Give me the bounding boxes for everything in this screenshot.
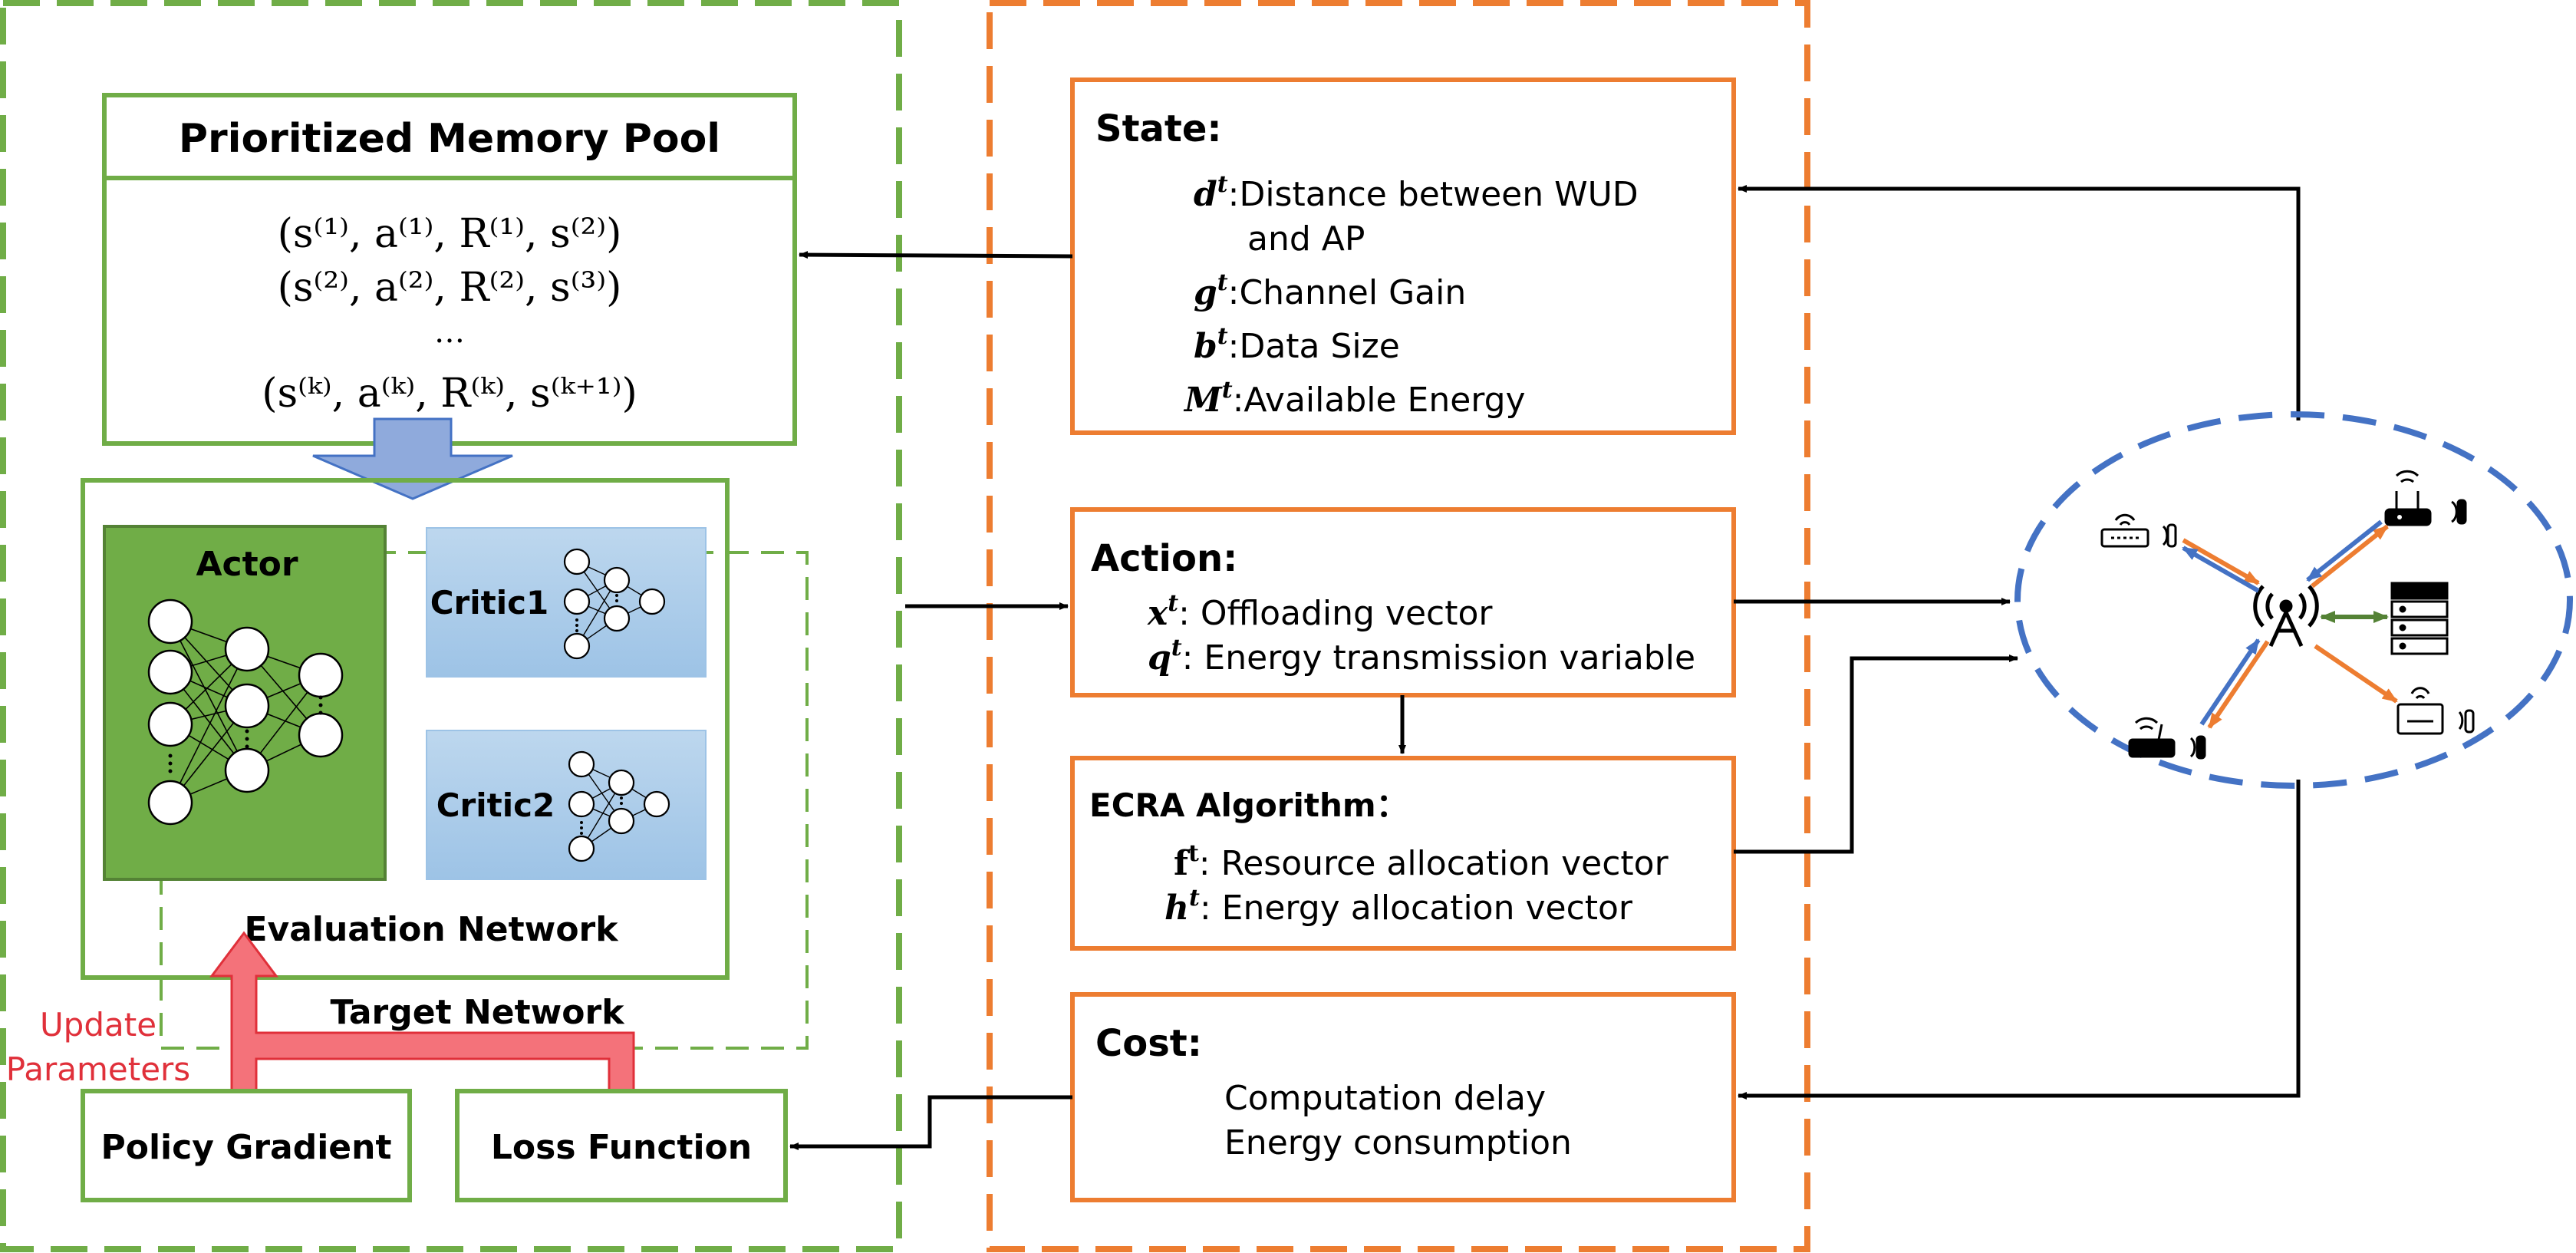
policy-gradient-box	[81, 1089, 412, 1202]
sample-arrow	[312, 417, 513, 500]
update-parameters-arrow	[209, 931, 635, 1093]
actor-neural-net-icon	[147, 598, 344, 826]
ecra-item-energy-alloc: ht: Energy allocation vector	[1164, 885, 1633, 928]
cost-title: Cost:	[1095, 1022, 1202, 1065]
memory-row-1: (s⁽¹⁾, a⁽¹⁾, R⁽¹⁾, s⁽²⁾)	[278, 211, 622, 257]
cost-box: Cost: Computation delay Energy consumpti…	[1070, 992, 1736, 1202]
state-title: State:	[1095, 107, 1222, 150]
environment-link-arrows	[2182, 519, 2398, 729]
critic2-block: Critic2	[426, 730, 707, 880]
connector-arrows	[789, 185, 2301, 1150]
critic1-label: Critic1	[430, 584, 549, 622]
action-box: Action: xt: Offloading vector qt: Energy…	[1070, 507, 1736, 697]
router-icon	[2128, 717, 2206, 760]
cost-item-energy: Energy consumption	[1224, 1123, 1572, 1162]
actor-label: Actor	[196, 545, 298, 584]
state-item-gain: gt:Channel Gain	[1194, 269, 1466, 312]
actor-block: Actor	[103, 525, 387, 881]
state-item-datasize: bt:Data Size	[1194, 323, 1400, 366]
critic2-neural-net-icon	[568, 750, 670, 862]
action-item-energy-tx: qt: Energy transmission variable	[1148, 635, 1695, 678]
loss-function-box	[455, 1089, 788, 1202]
update-parameters-label-2: Parameters	[6, 1050, 190, 1088]
ecra-item-resource: ft: Resource allocation vector	[1174, 840, 1669, 883]
critic1-block: Critic1	[426, 527, 707, 678]
env-to-state-arrow	[1738, 185, 2301, 420]
loss-function-label: Loss Function	[491, 1128, 752, 1167]
state-box: State: dt:Distance between WUD and AP gt…	[1070, 77, 1736, 435]
agent-region-border	[0, 0, 902, 1252]
memory-row-k: (s⁽ᵏ⁾, a⁽ᵏ⁾, R⁽ᵏ⁾, s⁽ᵏ⁺¹⁾)	[262, 371, 637, 417]
memory-row-2: (s⁽²⁾, a⁽²⁾, R⁽²⁾, s⁽³⁾)	[278, 265, 622, 311]
environment-interface-border	[987, 0, 1810, 1252]
memory-pool: Prioritized Memory Pool (s⁽¹⁾, a⁽¹⁾, R⁽¹…	[102, 93, 797, 446]
state-item-distance: dt:Distance between WUD	[1194, 171, 1639, 214]
evaluation-network-box	[81, 478, 730, 980]
cost-item-delay: Computation delay	[1224, 1079, 1546, 1118]
evaluation-network-label: Evaluation Network	[244, 910, 619, 949]
update-parameters-label-1: Update	[40, 1006, 156, 1044]
memory-row-ellipsis: …	[434, 315, 465, 350]
server-icon	[2390, 582, 2449, 655]
target-network-label: Target Network	[331, 993, 626, 1032]
wifi-router-icon	[2384, 470, 2467, 526]
ecra-title: ECRA Algorithm：	[1089, 786, 1408, 824]
base-station-antenna-icon	[2253, 585, 2319, 648]
router-icon	[2100, 513, 2177, 548]
action-title: Action:	[1091, 537, 1237, 580]
env-to-cost-arrow	[1738, 780, 2301, 1100]
state-to-memory-arrow	[799, 251, 1073, 259]
action-item-offloading: xt: Offloading vector	[1147, 590, 1493, 633]
wireless-environment-ellipse	[2014, 411, 2573, 789]
ecra-box: ECRA Algorithm： ft: Resource allocation …	[1070, 756, 1736, 951]
critic2-label: Critic2	[436, 786, 555, 824]
cost-to-loss-arrow	[789, 1095, 1072, 1150]
access-point-icon	[2396, 687, 2475, 735]
memory-pool-title: Prioritized Memory Pool	[179, 116, 720, 162]
state-item-energy: Mt:Available Energy	[1183, 377, 1526, 420]
critic1-neural-net-icon	[563, 548, 666, 660]
policy-gradient-label: Policy Gradient	[100, 1128, 391, 1167]
state-item-distance-cont: and AP	[1247, 219, 1365, 259]
ecra-to-env-arrow	[1734, 655, 2018, 854]
